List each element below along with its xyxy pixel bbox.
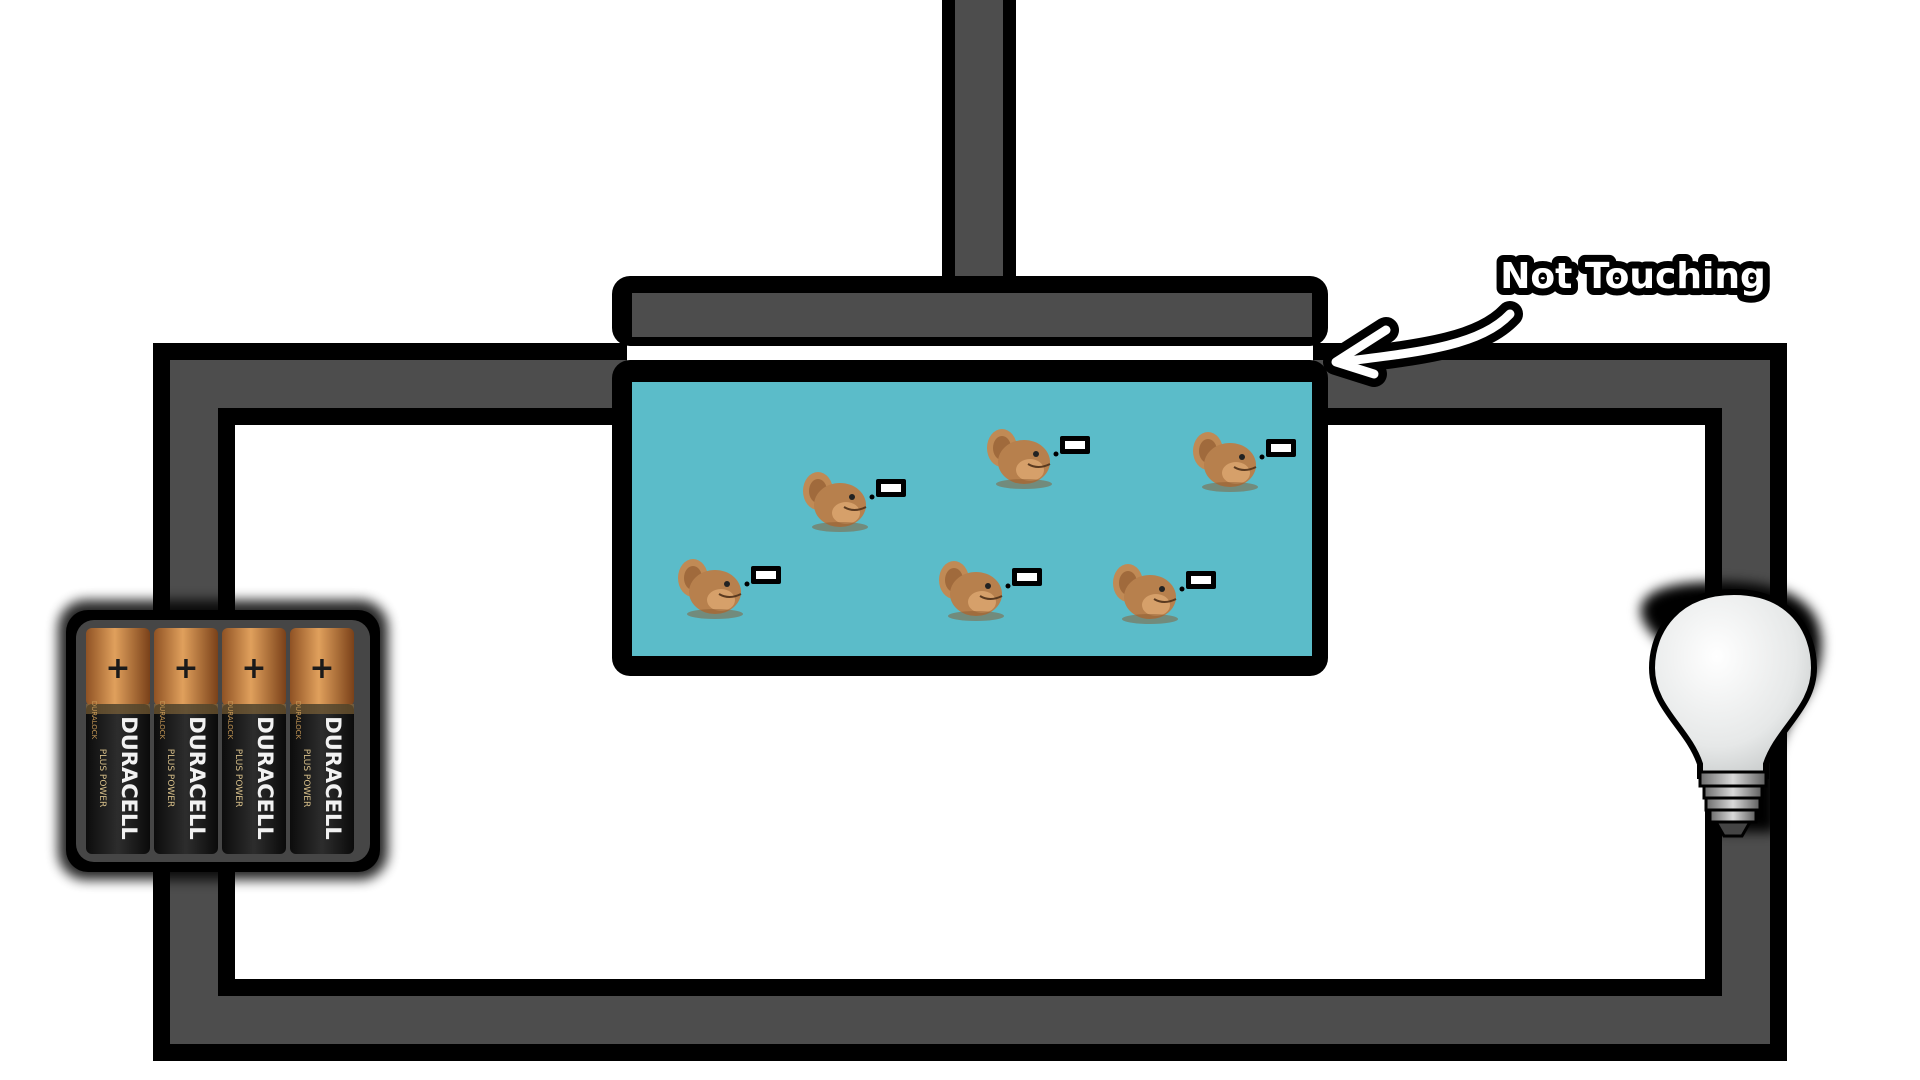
battery-terminal-label: + [241, 651, 266, 686]
not-touching-annotation: Not Touching [1323, 249, 1773, 387]
battery-band-label: DURALOCK [226, 701, 234, 740]
battery-subtitle-label: PLUS POWER [165, 749, 175, 808]
battery-pack: + DURACELL PLUS POWER DURALOCK + DURACELL PLUS… [58, 600, 388, 880]
liquid-tank [612, 360, 1328, 676]
battery-band-label: DURALOCK [90, 701, 98, 740]
battery-terminal-label: + [309, 651, 334, 686]
creature-icon [939, 561, 1042, 621]
battery-brand-label: DURACELL [321, 716, 345, 839]
battery-terminal-label: + [105, 651, 130, 686]
battery-brand-label: DURACELL [253, 716, 277, 839]
creature-icon [1193, 432, 1296, 492]
electrode-plate [632, 293, 1312, 337]
annotation-arrow [1335, 309, 1515, 367]
annotation-label: Not Touching [1500, 256, 1765, 297]
creature-icon [1113, 564, 1216, 624]
battery-cell: + DURACELL PLUS POWER DURALOCK [222, 628, 286, 854]
battery-cell: + DURACELL PLUS POWER DURALOCK [154, 628, 218, 854]
battery-cells: + DURACELL PLUS POWER DURALOCK + DURACELL PLUS… [86, 628, 354, 854]
battery-brand-label: DURACELL [185, 716, 209, 839]
circuit-wire [153, 343, 1787, 1061]
battery-subtitle-label: PLUS POWER [233, 749, 243, 808]
battery-subtitle-label: PLUS POWER [97, 749, 107, 808]
battery-cell: + DURACELL PLUS POWER DURALOCK [290, 628, 354, 854]
creature-icon [803, 472, 906, 532]
battery-band-label: DURALOCK [158, 701, 166, 740]
creature-group [678, 429, 1296, 624]
electrode-assembly [612, 0, 1328, 346]
battery-terminal-label: + [173, 651, 198, 686]
battery-subtitle-label: PLUS POWER [301, 749, 311, 808]
creature-icon [678, 559, 781, 619]
light-bulb-icon [1640, 581, 1822, 838]
battery-band-label: DURALOCK [294, 701, 302, 740]
creature-icon [987, 429, 1090, 489]
battery-cell: + DURACELL PLUS POWER DURALOCK [86, 628, 150, 854]
battery-brand-label: DURACELL [117, 716, 141, 839]
electrode-rod [955, 0, 1003, 300]
